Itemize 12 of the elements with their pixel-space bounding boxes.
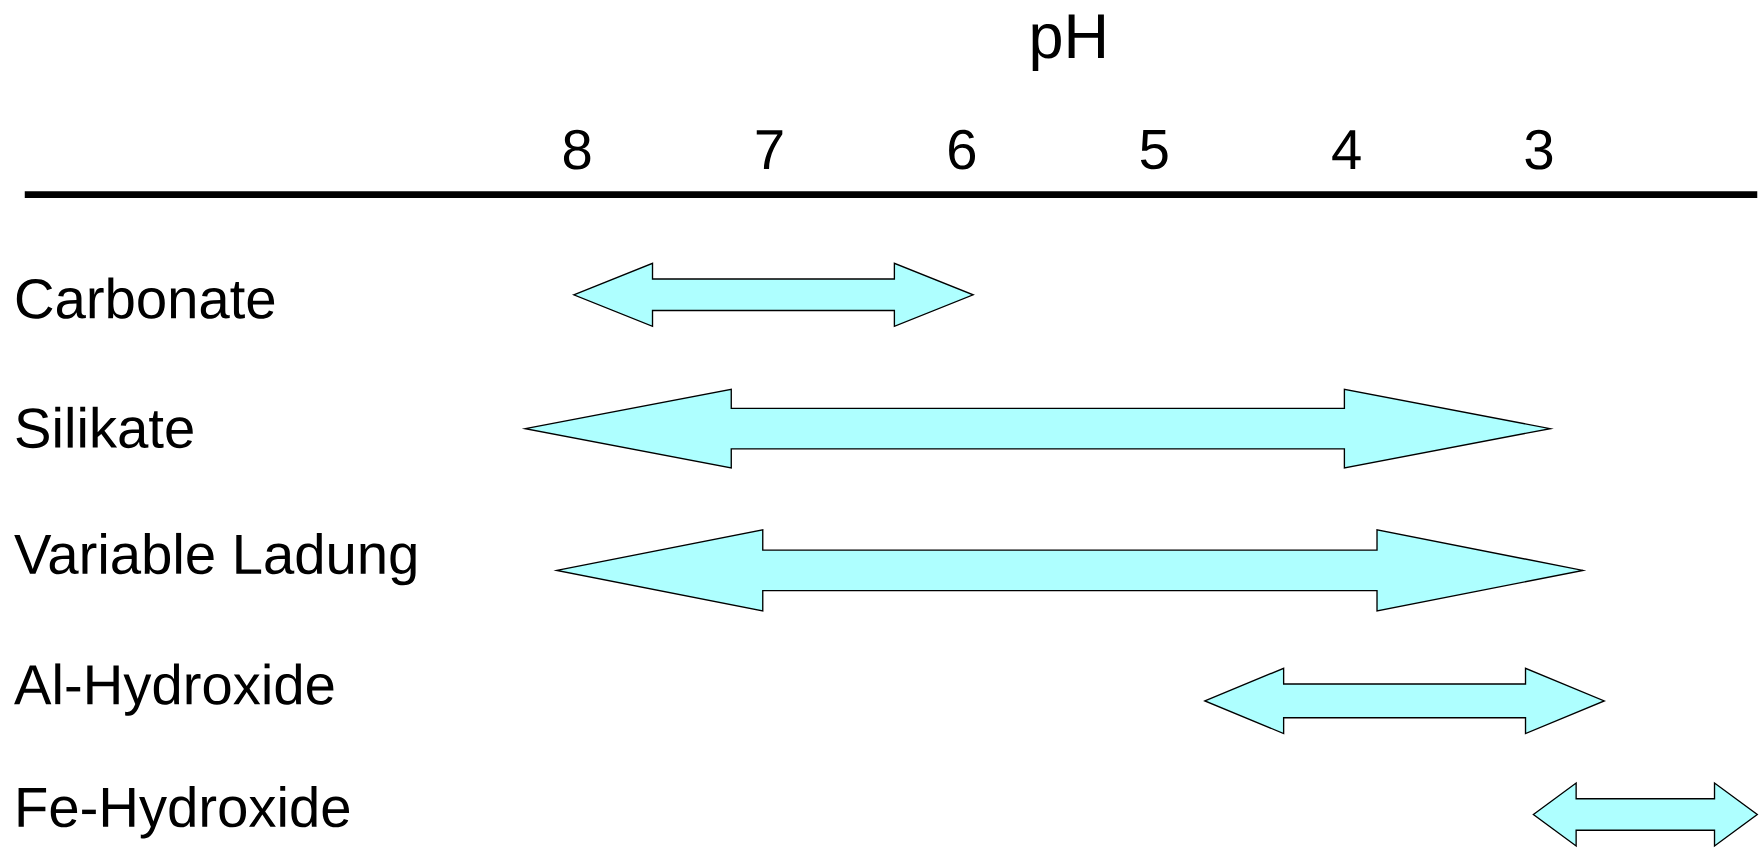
row-label: Variable Ladung: [14, 533, 416, 586]
tick-label: 3: [1525, 129, 1553, 170]
row-label: Al-Hydroxide: [14, 663, 334, 717]
row-label: Silikate: [16, 407, 193, 449]
tick-label: 8: [563, 129, 591, 170]
axis-title: pH: [1032, 14, 1104, 72]
tick-label: 6: [949, 129, 976, 170]
tick-label: 4: [1332, 130, 1361, 170]
row-label: Fe-Hydroxide: [18, 786, 350, 839]
tick-label: 7: [756, 130, 783, 170]
tick-label: 5: [1140, 130, 1168, 170]
row-label: Carbonate: [16, 277, 275, 319]
